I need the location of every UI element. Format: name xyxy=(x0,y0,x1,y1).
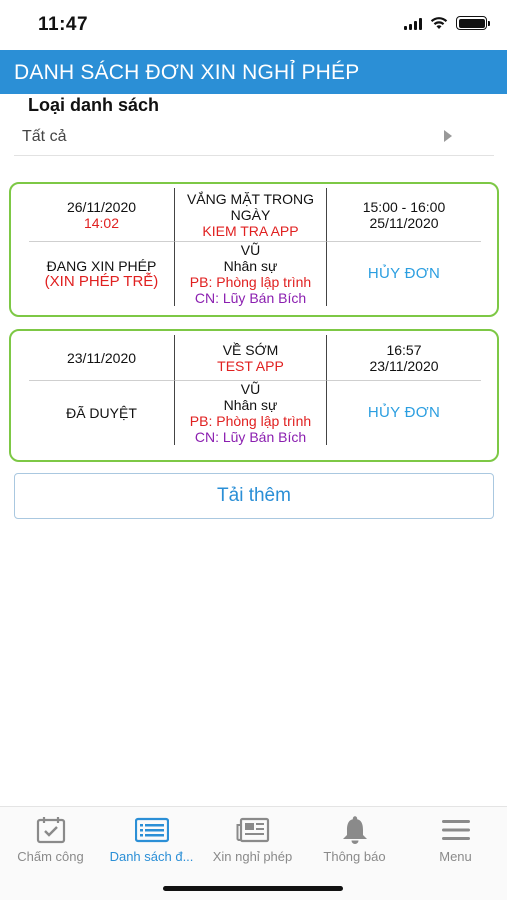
action-cell: HỦY ĐƠN xyxy=(327,381,481,445)
employee-pb: PB: Phòng lập trình xyxy=(189,274,312,290)
tab-bar: Chấm công Danh sách đ... xyxy=(0,806,507,900)
tab-xin-nghi-phep[interactable]: Xin nghỉ phép xyxy=(202,807,303,877)
page-title: DANH SÁCH ĐƠN XIN NGHỈ PHÉP xyxy=(14,61,360,84)
created-time: 14:02 xyxy=(83,214,120,231)
created-at-cell: 23/11/2020 xyxy=(29,335,174,381)
request-type: VẮNG MẶT TRONG NGÀY xyxy=(186,190,315,223)
tab-thong-bao[interactable]: Thông báo xyxy=(304,807,405,877)
request-type-cell: VỀ SỚM TEST APP xyxy=(174,335,327,381)
action-cell: HỦY ĐƠN xyxy=(327,242,481,306)
load-more-button[interactable]: Tải thêm xyxy=(14,473,494,519)
status-text: ĐANG XIN PHÉP xyxy=(46,258,157,274)
employee-cn: CN: Lũy Bán Bích xyxy=(194,290,307,306)
employee-department: Nhân sự xyxy=(223,397,278,413)
leave-time-cell: 15:00 - 16:00 25/11/2020 xyxy=(327,188,481,242)
tab-danh-sach[interactable]: Danh sách đ... xyxy=(101,807,202,877)
chevron-right-icon xyxy=(444,130,452,142)
leave-request-card[interactable]: 23/11/2020 VỀ SỚM TEST APP 16:57 23/11/2… xyxy=(9,329,499,462)
hamburger-icon xyxy=(441,820,470,840)
tab-label: Menu xyxy=(439,849,472,864)
cancel-request-button[interactable]: HỦY ĐƠN xyxy=(367,404,441,421)
list-icon xyxy=(134,817,169,843)
leave-date: 23/11/2020 xyxy=(369,357,439,374)
leave-date: 25/11/2020 xyxy=(369,214,439,231)
employee-cell: VŨ Nhân sự PB: Phòng lập trình CN: Lũy B… xyxy=(174,381,327,445)
employee-name: VŨ xyxy=(240,381,261,397)
wifi-icon xyxy=(430,17,448,29)
employee-department: Nhân sự xyxy=(223,258,278,274)
cellular-signal-icon xyxy=(404,17,422,30)
home-indicator xyxy=(163,886,343,891)
list-type-select[interactable]: Tất cả xyxy=(14,118,494,156)
calendar-check-icon xyxy=(36,817,65,844)
created-date: 23/11/2020 xyxy=(66,349,137,366)
employee-cn: CN: Lũy Bán Bích xyxy=(194,429,307,445)
cancel-request-button[interactable]: HỦY ĐƠN xyxy=(367,265,441,282)
status-cell: ĐANG XIN PHÉP (XIN PHÉP TRỄ) xyxy=(29,242,174,306)
status-time: 11:47 xyxy=(38,14,89,35)
time-range: 15:00 - 16:00 xyxy=(362,198,446,215)
tab-cham-cong[interactable]: Chấm công xyxy=(0,807,101,877)
list-type-value: Tất cả xyxy=(22,128,67,145)
request-type-cell: VẮNG MẶT TRONG NGÀY KIEM TRA APP xyxy=(174,188,327,242)
employee-pb: PB: Phòng lập trình xyxy=(189,413,312,429)
battery-icon xyxy=(456,16,490,30)
request-type: VỀ SỚM xyxy=(222,341,279,358)
leave-time-cell: 16:57 23/11/2020 xyxy=(327,335,481,381)
leave-request-card[interactable]: 26/11/2020 14:02 VẮNG MẶT TRONG NGÀY KIE… xyxy=(9,182,499,317)
header-bar: DANH SÁCH ĐƠN XIN NGHỈ PHÉP xyxy=(0,50,507,94)
tab-label: Thông báo xyxy=(323,849,386,864)
created-date: 26/11/2020 xyxy=(66,198,137,215)
bell-icon xyxy=(342,816,367,844)
status-cell: ĐÃ DUYỆT xyxy=(29,381,174,445)
status-note: (XIN PHÉP TRỄ) xyxy=(44,273,159,290)
request-reason: TEST APP xyxy=(217,357,284,374)
tab-label: Danh sách đ... xyxy=(109,849,194,864)
request-reason: KIEM TRA APP xyxy=(202,222,299,239)
created-at-cell: 26/11/2020 14:02 xyxy=(29,188,174,242)
employee-cell: VŨ Nhân sự PB: Phòng lập trình CN: Lũy B… xyxy=(174,242,327,306)
tab-menu[interactable]: Menu xyxy=(405,807,506,877)
employee-name: VŨ xyxy=(240,242,261,258)
tab-label: Chấm công xyxy=(17,849,84,864)
status-bar: 11:47 xyxy=(0,0,507,50)
filter-label: Loại danh sách xyxy=(28,95,160,115)
tab-label: Xin nghỉ phép xyxy=(212,849,293,864)
time-range: 16:57 xyxy=(386,341,422,358)
newspaper-icon xyxy=(236,817,269,843)
status-text: ĐÃ DUYỆT xyxy=(66,405,137,421)
status-icons xyxy=(404,16,490,30)
